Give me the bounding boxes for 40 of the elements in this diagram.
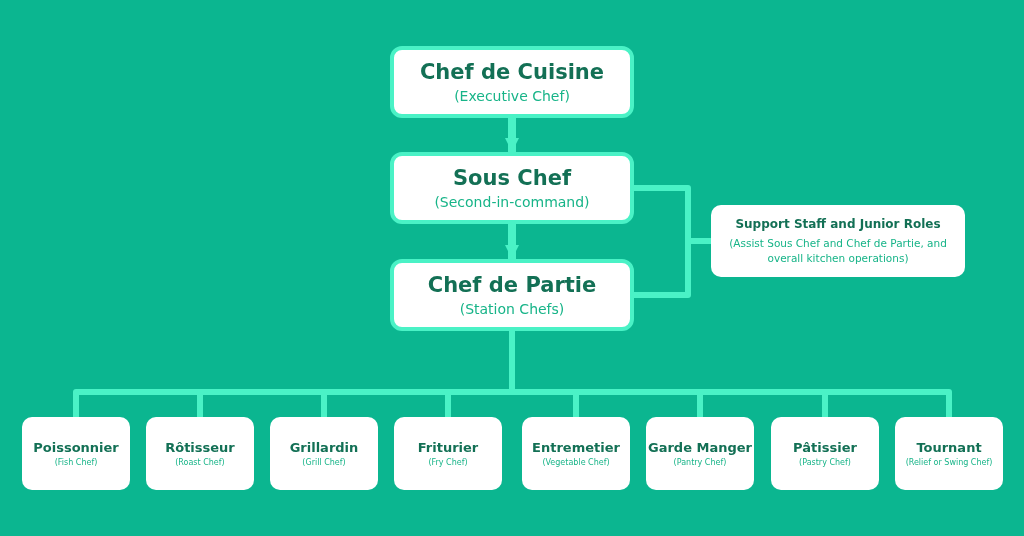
role-title: Grillardin [289,440,359,455]
role-description: (Assist Sous Chef and Chef de Partie, and overall kitchen operations) [728,236,948,265]
role-title: Friturier [417,440,479,455]
role-description: (Relief or Swing Chef) [905,458,993,467]
role-description: (Executive Chef) [454,88,570,104]
arrow [505,118,519,152]
role-box [895,417,1003,490]
role-title: Sous Chef [452,166,572,190]
role-title: Support Staff and Junior Roles [735,217,941,232]
role-title: Tournant [916,440,982,455]
role-description: (Grill Chef) [302,458,346,467]
role-title: Poissonnier [33,440,119,455]
role-box [146,417,254,490]
role-description: (Roast Chef) [175,458,225,467]
role-box [390,259,634,331]
role-title: Garde Manger [648,440,752,455]
role-title: Chef de Partie [427,273,597,297]
role-description: (Vegetable Chef) [542,458,610,467]
connector-line [634,238,711,298]
role-description: (Pastry Chef) [799,458,851,467]
role-title: Pâtissier [793,440,857,455]
arrow [505,224,519,259]
role-description: (Station Chefs) [459,301,565,317]
role-description: (Second-in-command) [434,194,590,210]
role-box [22,417,130,490]
role-description: (Fish Chef) [54,458,98,467]
role-box [270,417,378,490]
role-description: (Fry Chef) [428,458,468,467]
role-description: (Pantry Chef) [673,458,727,467]
role-title: Rôtisseur [165,440,235,455]
role-box [394,417,502,490]
role-title: Chef de Cuisine [419,60,605,84]
role-box [390,46,634,118]
role-box [646,417,754,490]
role-box [522,417,630,490]
role-box [771,417,879,490]
role-box [390,152,634,224]
role-title: Entremetier [532,440,620,455]
role-box [711,205,965,277]
connector-line [509,331,952,417]
